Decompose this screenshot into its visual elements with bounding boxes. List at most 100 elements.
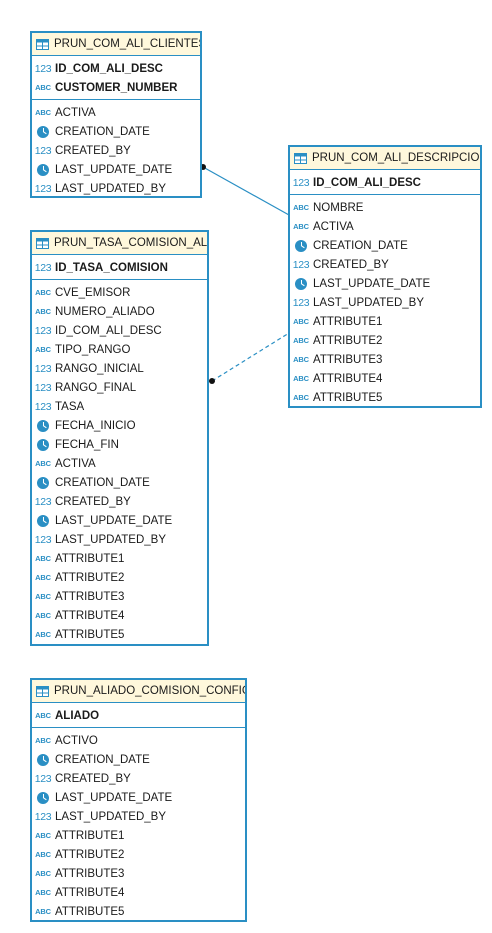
- entity-header[interactable]: PRUN_COM_ALI_CLIENTES: [32, 33, 200, 56]
- column-name: ATTRIBUTE5: [55, 905, 125, 918]
- column-name: LAST_UPDATED_BY: [55, 533, 166, 546]
- column-name: CREATION_DATE: [55, 476, 150, 489]
- column-name: CREATED_BY: [55, 495, 131, 508]
- column-row[interactable]: CREATION_DATE: [32, 473, 207, 492]
- number-type-icon: 123: [292, 296, 310, 309]
- column-name: ATTRIBUTE4: [313, 372, 383, 385]
- clock-icon: [35, 163, 51, 176]
- column-name: FECHA_FIN: [55, 438, 119, 451]
- column-row[interactable]: LAST_UPDATE_DATE: [290, 274, 480, 293]
- column-row[interactable]: ABC ATTRIBUTE3: [32, 587, 207, 606]
- column-name: CREATION_DATE: [313, 239, 408, 252]
- column-name: NUMERO_ALIADO: [55, 305, 155, 318]
- column-row[interactable]: LAST_UPDATE_DATE: [32, 511, 207, 530]
- string-type-icon: ABC: [293, 393, 309, 402]
- column-name: LAST_UPDATE_DATE: [55, 791, 173, 804]
- column-row[interactable]: CREATION_DATE: [32, 122, 200, 141]
- column-row[interactable]: CREATION_DATE: [290, 236, 480, 255]
- column-name: ATTRIBUTE2: [55, 848, 125, 861]
- column-name: CUSTOMER_NUMBER: [55, 81, 178, 94]
- entity-header[interactable]: PRUN_COM_ALI_DESCRIPCION: [290, 147, 480, 170]
- string-type-icon: ABC: [293, 336, 309, 345]
- number-type-icon: 123: [34, 62, 52, 75]
- column-name: ATTRIBUTE3: [55, 590, 125, 603]
- column-name: ATTRIBUTE3: [55, 867, 125, 880]
- string-type-icon: ABC: [35, 554, 51, 563]
- column-name: RANGO_FINAL: [55, 381, 137, 394]
- column-name: ATTRIBUTE5: [55, 628, 125, 641]
- string-type-icon: ABC: [293, 222, 309, 231]
- string-type-icon: ABC: [35, 592, 51, 601]
- column-name: TASA: [55, 400, 85, 413]
- string-type-icon: ABC: [293, 374, 309, 383]
- column-row[interactable]: FECHA_INICIO: [32, 416, 207, 435]
- column-row[interactable]: LAST_UPDATE_DATE: [32, 160, 200, 179]
- entity-header[interactable]: PRUN_ALIADO_COMISION_CONFIG: [32, 680, 245, 703]
- column-row[interactable]: CREATION_DATE: [32, 750, 245, 769]
- column-row[interactable]: LAST_UPDATE_DATE: [32, 788, 245, 807]
- string-type-icon: ABC: [35, 459, 51, 468]
- column-row[interactable]: ABC ATTRIBUTE4: [290, 369, 480, 388]
- relationship-end-dot: [209, 378, 215, 384]
- column-row[interactable]: FECHA_FIN: [32, 435, 207, 454]
- string-type-icon: ABC: [35, 108, 51, 117]
- column-name: ATTRIBUTE5: [313, 391, 383, 404]
- entity-header[interactable]: PRUN_TASA_COMISION_ALI: [32, 232, 207, 255]
- table-icon: [36, 38, 49, 50]
- column-row[interactable]: ABC ATTRIBUTE5: [290, 388, 480, 407]
- number-type-icon: 123: [34, 362, 52, 375]
- column-name: LAST_UPDATE_DATE: [55, 514, 173, 527]
- string-type-icon: ABC: [293, 203, 309, 212]
- column-name: ID_COM_ALI_DESC: [55, 324, 162, 337]
- clock-icon: [35, 419, 51, 432]
- column-name: ALIADO: [55, 709, 100, 722]
